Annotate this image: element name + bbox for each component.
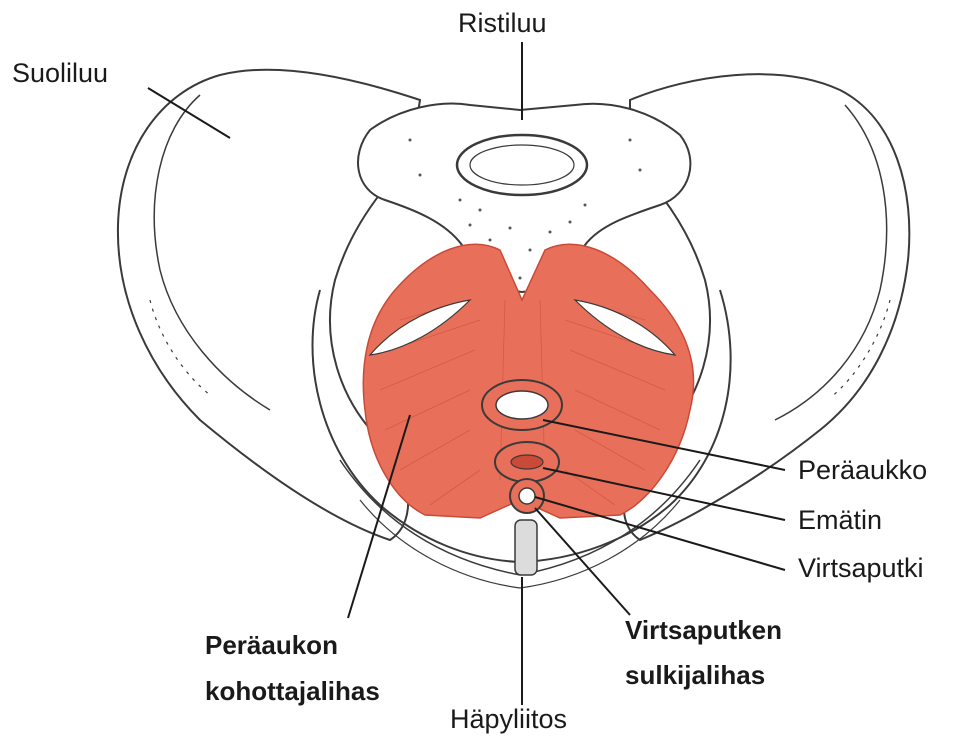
label-vagina: Emätin bbox=[798, 505, 882, 537]
label-levator-ani-line2: kohottajalihas bbox=[205, 676, 380, 707]
label-urethra: Virtsaputki bbox=[798, 553, 924, 585]
urethra-opening bbox=[510, 479, 544, 513]
label-pubic-symphysis: Häpyliitos bbox=[450, 704, 567, 736]
label-ilium: Suoliluu bbox=[12, 58, 108, 90]
label-anus: Peräaukko bbox=[798, 455, 927, 487]
label-urethral-sphincter-line1: Virtsaputken bbox=[625, 615, 782, 646]
pubic-symphysis-bone bbox=[515, 520, 537, 575]
label-levator-ani-line1: Peräaukon bbox=[205, 630, 338, 661]
sacrum-bone bbox=[358, 104, 690, 292]
leader-urethral-sphincter bbox=[535, 508, 630, 615]
anus-opening bbox=[482, 380, 562, 430]
vagina-opening bbox=[495, 442, 559, 482]
label-urethral-sphincter-line2: sulkijalihas bbox=[625, 660, 765, 691]
label-sacrum: Ristiluu bbox=[458, 8, 547, 40]
